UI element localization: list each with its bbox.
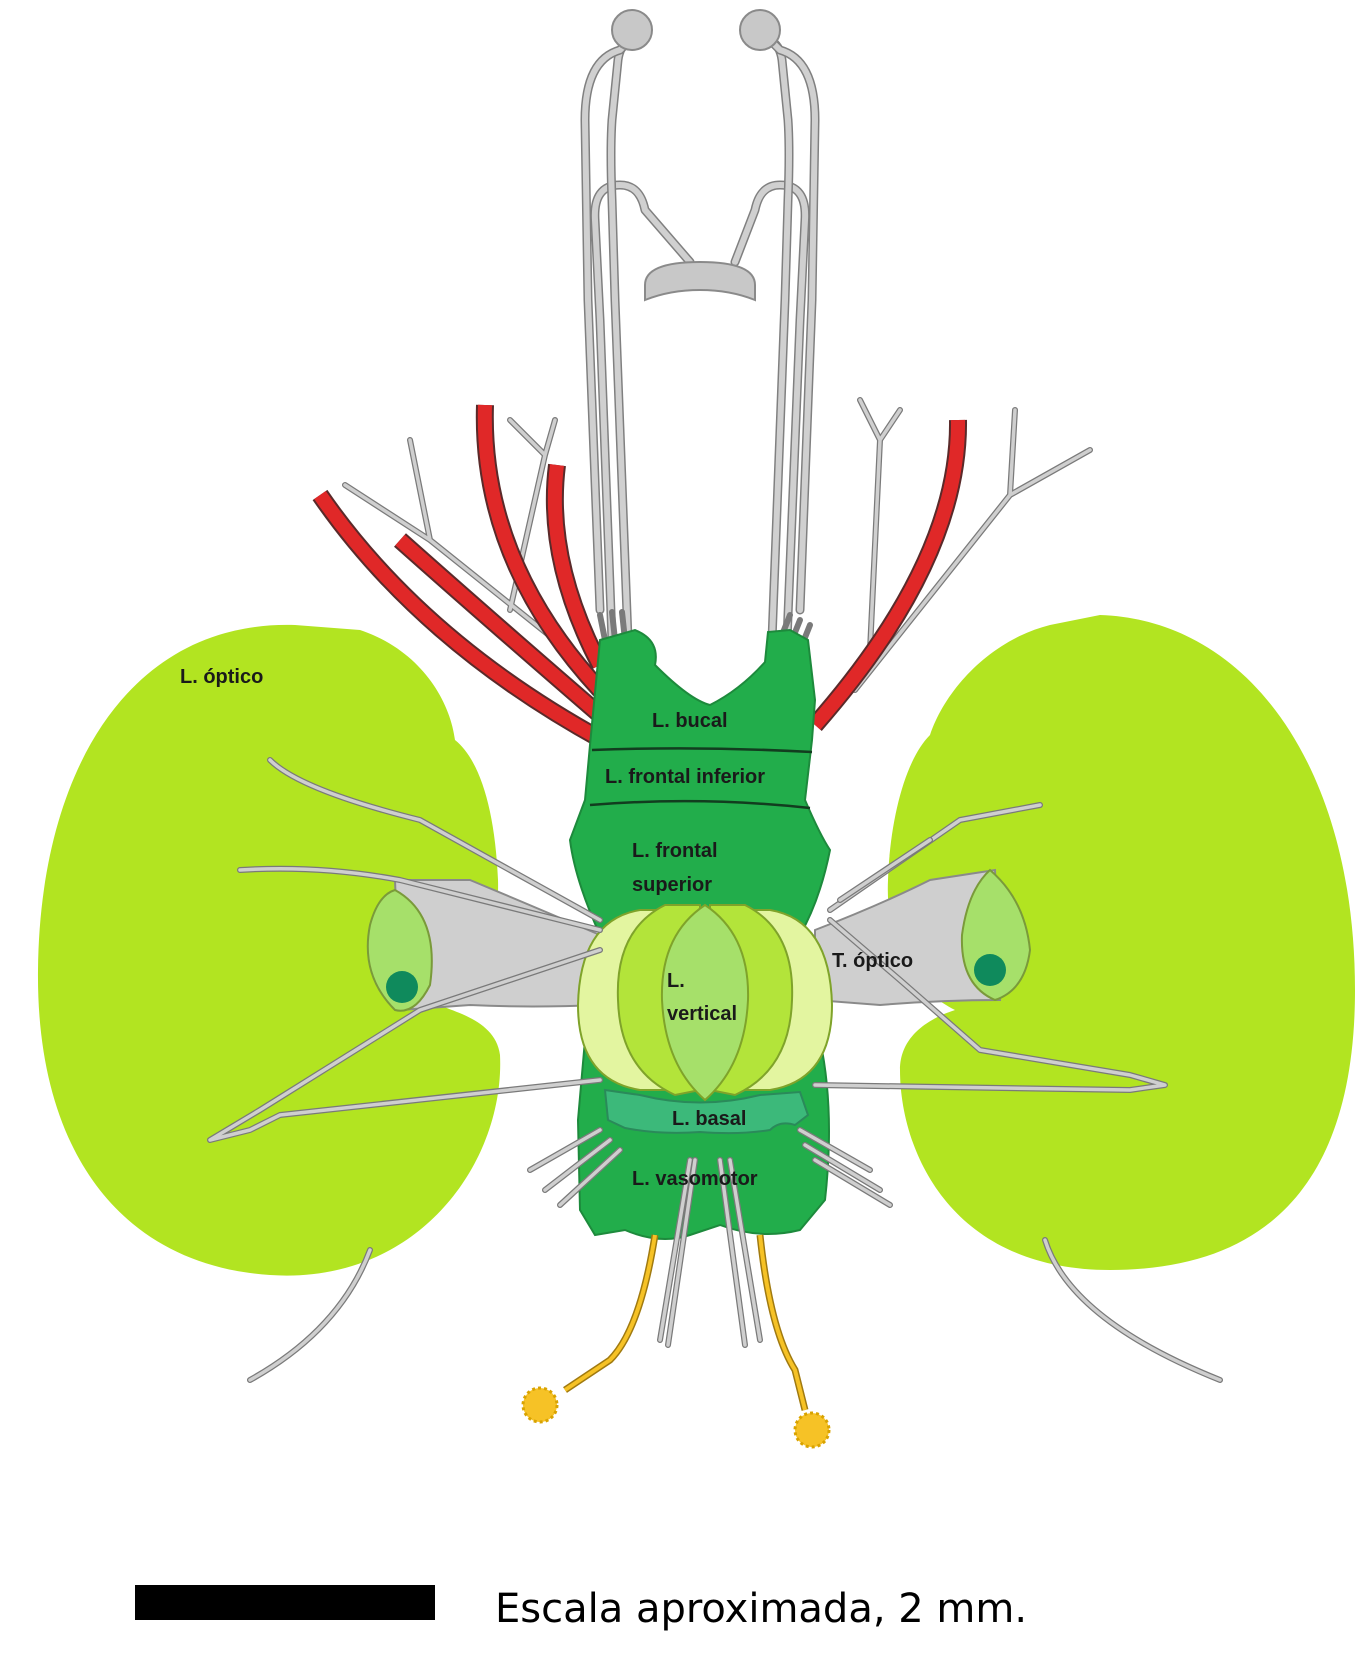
label-optic-lobe: L. óptico	[180, 666, 263, 688]
arteries	[312, 404, 968, 748]
buccal-nerves	[580, 9, 820, 653]
scale-bar	[135, 1585, 435, 1620]
boundary-buccal	[591, 747, 813, 754]
boundary-frontal	[589, 799, 811, 810]
label-vertical-lobe-2: vertical	[667, 1003, 737, 1025]
buccal-mass	[644, 260, 756, 302]
ganglion-right	[793, 1411, 831, 1449]
optic-lobe-left	[37, 624, 501, 1276]
ganglion-left	[521, 1386, 559, 1424]
label-basal-lobe: L. basal	[672, 1108, 746, 1130]
buccal-tip-left	[611, 9, 653, 51]
optic-gland-right	[960, 868, 1032, 1002]
basal-lobe	[603, 1088, 810, 1135]
label-vasomotor-lobe: L. vasomotor	[632, 1168, 758, 1190]
lower-nerves	[247, 1127, 1223, 1383]
label-buccal-lobe: L. bucal	[652, 710, 728, 732]
buccal-tip-right	[739, 9, 781, 51]
scale-bar-label: Escala aproximada, 2 mm.	[495, 1586, 1027, 1632]
optic-nerves	[207, 757, 1168, 1143]
branching-nerves	[342, 397, 1093, 693]
optic-lobe-right	[887, 615, 1355, 1270]
label-superior-frontal-lobe-1: L. frontal	[632, 840, 718, 862]
label-inferior-frontal-lobe: L. frontal inferior	[605, 766, 765, 788]
label-superior-frontal-lobe-2: superior	[632, 874, 712, 896]
vertical-lobe	[576, 903, 834, 1102]
optic-gland-left	[366, 888, 433, 1012]
label-vertical-lobe-1: L.	[667, 970, 685, 992]
stellate-ganglia	[521, 1234, 831, 1449]
label-optic-tract: T. óptico	[832, 950, 913, 972]
